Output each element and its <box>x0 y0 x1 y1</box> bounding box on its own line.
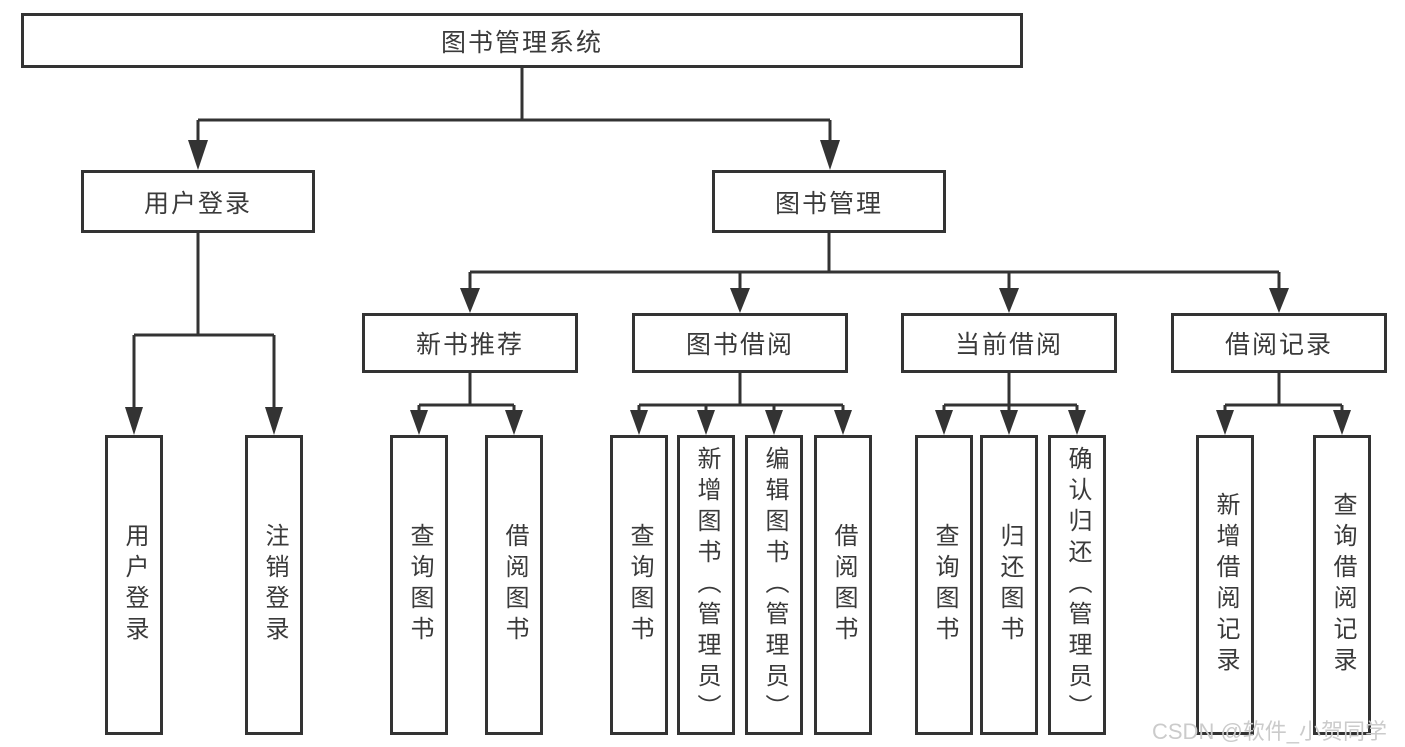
leaf-bb-query-book-label: 查询图书 <box>626 523 653 647</box>
node-book-borrow-label: 图书借阅 <box>685 331 794 359</box>
node-new-book-recommend: 新书推荐 <box>362 313 578 373</box>
connector-book-management-branch <box>460 233 1289 313</box>
leaf-br-add-record-label: 新增借阅记录 <box>1212 492 1239 678</box>
leaf-user-login: 用户登录 <box>105 435 163 735</box>
leaf-br-query-record-label: 查询借阅记录 <box>1329 492 1356 678</box>
connector-borrow-record-branch <box>1216 373 1351 435</box>
connector-root-to-level2 <box>188 68 840 170</box>
leaf-logout: 注销登录 <box>245 435 303 735</box>
node-borrow-record-label: 借阅记录 <box>1224 331 1333 359</box>
leaf-nb-query-book: 查询图书 <box>390 435 448 735</box>
leaf-cb-confirm-return: 确认归还（管理员） <box>1048 435 1106 735</box>
node-root-label: 图书管理系统 <box>440 28 603 57</box>
connector-user-login-branch <box>125 233 283 435</box>
node-current-borrow: 当前借阅 <box>901 313 1117 373</box>
node-current-borrow-label: 当前借阅 <box>954 331 1063 359</box>
connector-new-book-recommend-branch <box>410 373 523 435</box>
leaf-bb-edit-book-label: 编辑图书（管理员） <box>761 445 788 725</box>
connector-book-borrow-branch <box>630 373 852 435</box>
leaf-bb-edit-book: 编辑图书（管理员） <box>745 435 803 735</box>
node-user-login: 用户登录 <box>81 170 315 233</box>
node-book-borrow: 图书借阅 <box>632 313 848 373</box>
leaf-user-login-label: 用户登录 <box>121 523 148 647</box>
leaf-cb-confirm-return-label: 确认归还（管理员） <box>1064 445 1091 725</box>
node-book-management: 图书管理 <box>712 170 946 233</box>
node-new-book-recommend-label: 新书推荐 <box>415 331 524 359</box>
leaf-nb-borrow-book: 借阅图书 <box>485 435 543 735</box>
node-borrow-record: 借阅记录 <box>1171 313 1387 373</box>
leaf-cb-query-book-label: 查询图书 <box>931 523 958 647</box>
leaf-cb-return-book-label: 归还图书 <box>996 523 1023 647</box>
node-book-management-label: 图书管理 <box>774 189 883 218</box>
leaf-logout-label: 注销登录 <box>261 523 288 647</box>
leaf-br-query-record: 查询借阅记录 <box>1313 435 1371 735</box>
watermark-text: CSDN @软件_小贺同学 <box>1152 719 1388 744</box>
leaf-cb-query-book: 查询图书 <box>915 435 973 735</box>
leaf-nb-query-book-label: 查询图书 <box>406 523 433 647</box>
leaf-bb-borrow-book: 借阅图书 <box>814 435 872 735</box>
leaf-nb-borrow-book-label: 借阅图书 <box>501 523 528 647</box>
leaf-cb-return-book: 归还图书 <box>980 435 1038 735</box>
node-root: 图书管理系统 <box>21 13 1023 68</box>
connector-current-borrow-branch <box>935 373 1086 435</box>
leaf-bb-query-book: 查询图书 <box>610 435 668 735</box>
leaf-bb-add-book: 新增图书（管理员） <box>677 435 735 735</box>
leaf-bb-borrow-book-label: 借阅图书 <box>830 523 857 647</box>
node-user-login-label: 用户登录 <box>143 189 252 218</box>
leaf-bb-add-book-label: 新增图书（管理员） <box>693 445 720 725</box>
leaf-br-add-record: 新增借阅记录 <box>1196 435 1254 735</box>
